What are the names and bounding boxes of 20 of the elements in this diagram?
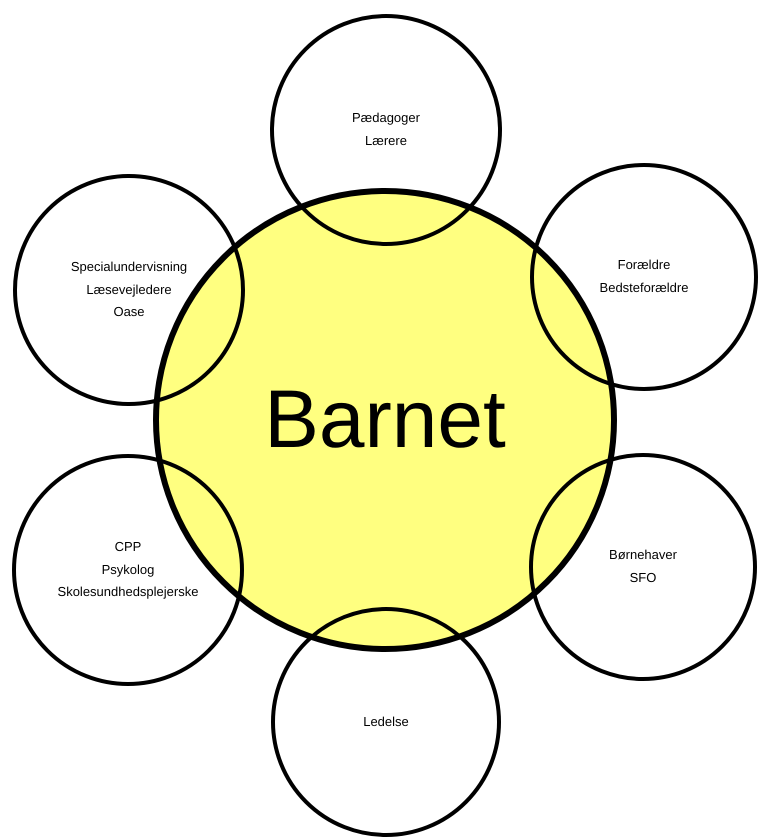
node-label: SFO	[630, 569, 656, 587]
node-label: Lærere	[365, 132, 407, 150]
circle-node	[12, 454, 244, 686]
circle-node	[270, 14, 502, 246]
node-label: Bedsteforældre	[600, 279, 688, 297]
node-label: Pædagoger	[352, 109, 420, 128]
node-label: Ledelse	[363, 712, 409, 731]
node-label: Skolesundhedsplejerske	[58, 583, 198, 602]
node-label: Psykolog	[102, 560, 154, 579]
circle-node	[271, 607, 501, 837]
circle-node	[529, 453, 757, 681]
node-label: Forældre	[618, 256, 670, 274]
node-label: Specialundervisning	[70, 258, 188, 276]
node-label: Barnet	[264, 374, 506, 466]
node-label: Oase	[113, 303, 145, 322]
node-label: Læsevejledere	[86, 280, 172, 299]
circle-node	[530, 163, 758, 391]
node-label: Børnehaver	[609, 546, 677, 564]
circle-node	[13, 174, 245, 406]
node-label: CPP	[114, 538, 142, 556]
